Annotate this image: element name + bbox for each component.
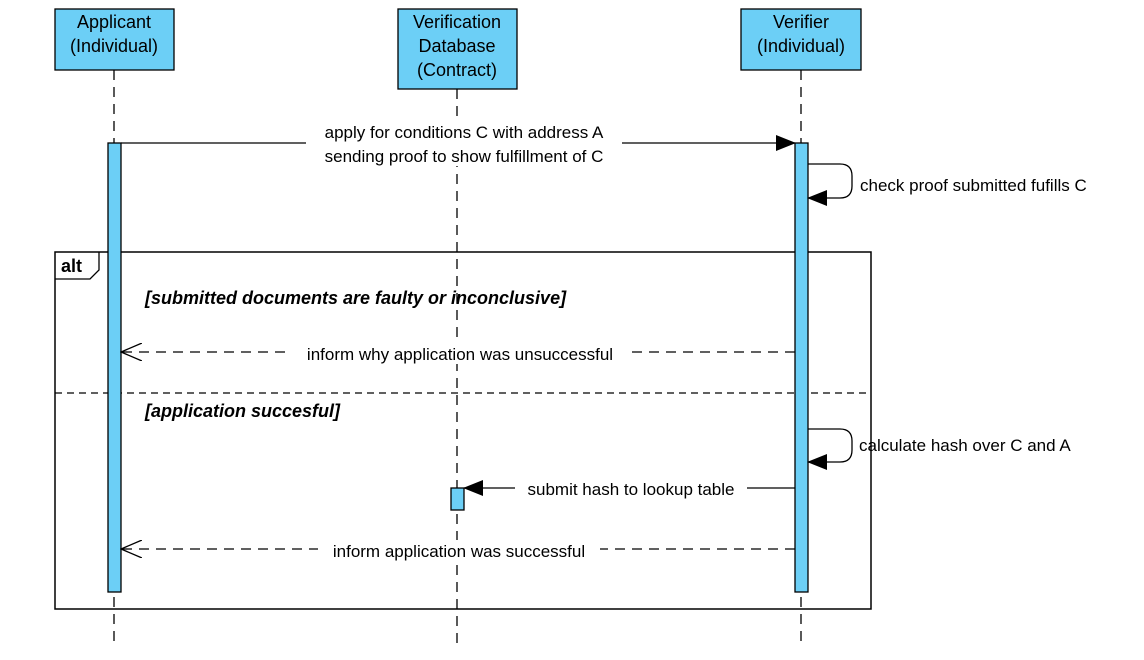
message-label: apply for conditions C with address A [325, 123, 604, 142]
message-inform-unsuccessful: inform why application was unsuccessful [121, 342, 795, 364]
participant-label: Applicant [77, 12, 151, 32]
message-label: inform application was successful [333, 542, 585, 561]
participant-label: Database [418, 36, 495, 56]
participant-label: (Individual) [70, 36, 158, 56]
participant-applicant: Applicant (Individual) [54, 8, 175, 71]
message-label: submit hash to lookup table [528, 480, 735, 499]
message-label: inform why application was unsuccessful [307, 345, 613, 364]
message-submit-hash: submit hash to lookup table [463, 478, 795, 500]
activation-applicant [107, 142, 122, 593]
activation-verifier [794, 142, 809, 593]
participant-label: Verification [413, 12, 501, 32]
participant-label: (Individual) [757, 36, 845, 56]
participant-label: Verifier [773, 12, 829, 32]
alt-operator: alt [61, 256, 82, 276]
activation-verification-database [450, 487, 465, 511]
message-inform-successful: inform application was successful [121, 540, 795, 562]
participant-verification-database: Verification Database (Contract) [397, 8, 518, 90]
participant-label: (Contract) [417, 60, 497, 80]
guard-faulty: [submitted documents are faulty or incon… [144, 288, 567, 308]
message-label: sending proof to show fulfillment of C [325, 147, 604, 166]
message-apply: apply for conditions C with address A se… [121, 120, 796, 166]
message-check-proof: check proof submitted fufills C [807, 163, 1087, 206]
guard-successful: [application succesful] [144, 401, 341, 421]
message-label: calculate hash over C and A [859, 436, 1071, 455]
message-calculate-hash: calculate hash over C and A [807, 428, 1071, 470]
alt-fragment: alt [submitted documents are faulty or i… [54, 251, 872, 610]
participant-verifier: Verifier (Individual) [740, 8, 862, 71]
message-label: check proof submitted fufills C [860, 176, 1087, 195]
